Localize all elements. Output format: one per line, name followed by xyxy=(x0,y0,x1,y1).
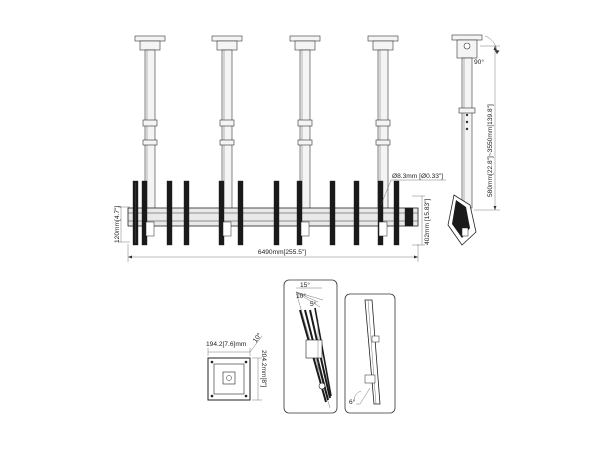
screen-brackets xyxy=(132,180,400,246)
ceiling-pole xyxy=(211,35,243,213)
dimension-total-width: 6490mm[255.5"] xyxy=(127,244,419,262)
plate-height-label: 204.2mm[8"] xyxy=(260,350,267,387)
front-view: 6490mm[255.5"] 120mm[4.7"] 402mm [15.83"… xyxy=(114,35,446,262)
ceiling-plate-view: 194.2[7.6]mm 204.2mm[8"] 10° xyxy=(206,331,267,401)
plate-angle-label: 10° xyxy=(251,331,263,344)
bracket-depth-label: 402mm [15.83"] xyxy=(424,199,431,245)
hole-diameter-label: Ø8.3mm [Ø0.33"] xyxy=(392,173,443,180)
tilt-angle-6: 6° xyxy=(349,398,356,406)
tilt-detail-view: 15° 10° 5° xyxy=(283,279,338,414)
side-view: 90° 580mm[22.8"]~3550mm[139.8"] xyxy=(447,34,500,246)
horizontal-rail xyxy=(127,207,419,227)
hole-callout: Ø8.3mm [Ø0.33"] xyxy=(380,173,446,206)
ceiling-pole xyxy=(134,35,166,213)
tilt-detail-view-2: 6° xyxy=(344,293,396,414)
tilt-angle-15: 15° xyxy=(300,281,310,289)
tilt-angle-10: 10° xyxy=(296,292,306,300)
plate-width-label: 194.2[7.6]mm xyxy=(206,341,247,348)
ceiling-pole xyxy=(289,35,321,213)
height-range-label: 580mm[22.8"]~3550mm[139.8"] xyxy=(487,104,494,197)
dimension-bracket-depth: 402mm [15.83"] xyxy=(412,195,431,246)
total-width-label: 6490mm[255.5"] xyxy=(258,249,306,256)
tilt-angle-5: 5° xyxy=(310,300,317,308)
dimension-bar-height: 120mm[4.7"] xyxy=(114,206,130,243)
bar-height-label: 120mm[4.7"] xyxy=(114,206,121,243)
rotation-label: 90° xyxy=(474,58,484,66)
